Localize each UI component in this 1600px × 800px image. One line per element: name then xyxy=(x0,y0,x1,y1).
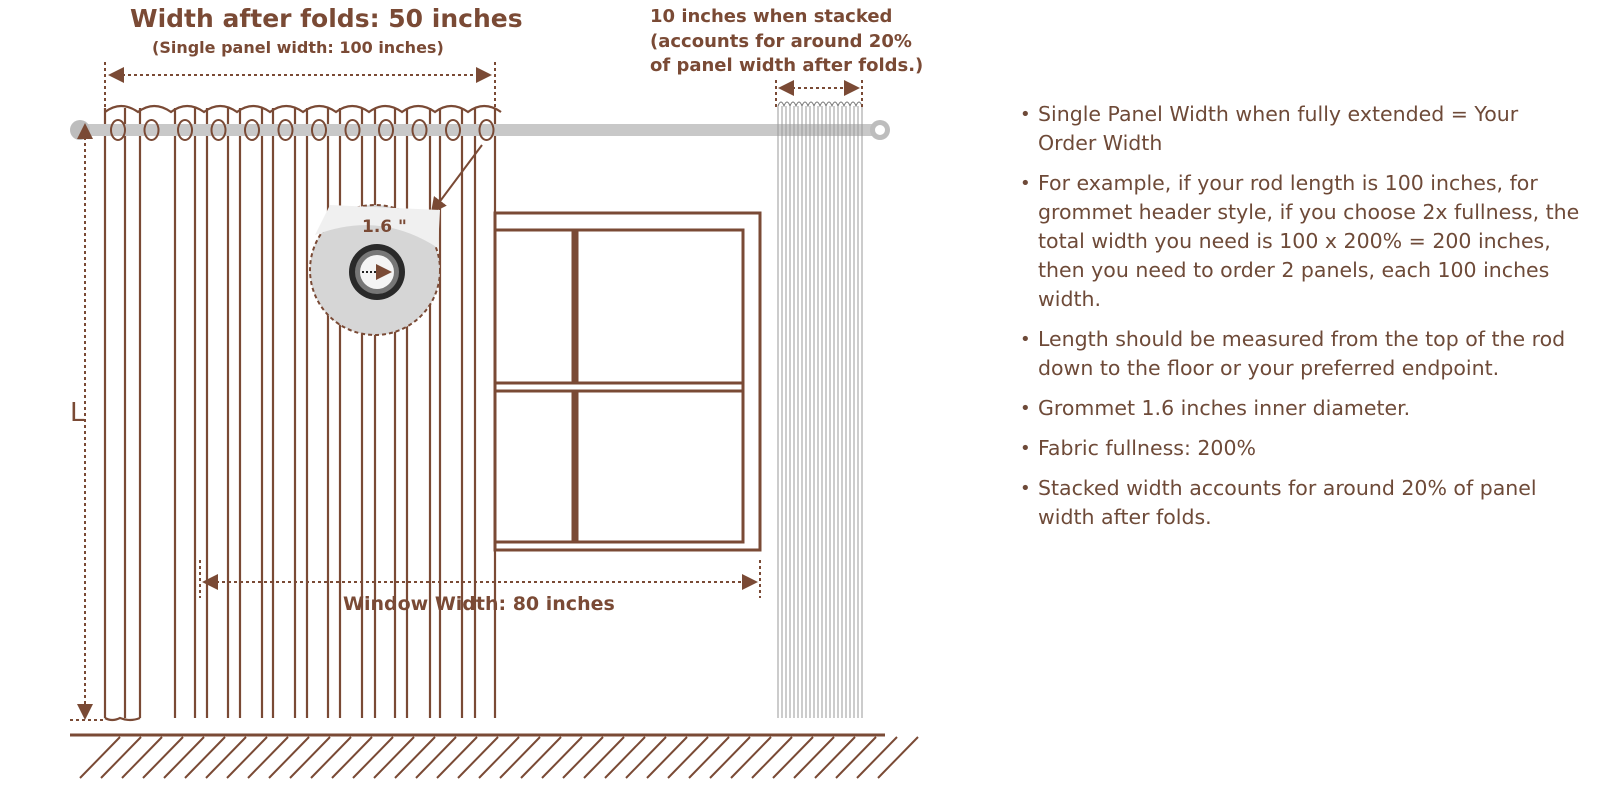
grommet-ring xyxy=(143,119,160,141)
curtain-diagram xyxy=(70,62,919,779)
stacked-label-line2: (accounts for around 20% xyxy=(650,31,912,52)
floor xyxy=(70,733,919,779)
grommet-ring xyxy=(210,119,227,141)
grommet-ring xyxy=(445,119,461,141)
stacked-header xyxy=(777,101,863,108)
notes-list: Single Panel Width when fully extended =… xyxy=(1020,100,1580,543)
note-item: Fabric fullness: 200% xyxy=(1020,434,1580,463)
grommet-size-label: 1.6 " xyxy=(362,217,407,237)
single-panel-width-label: (Single panel width: 100 inches) xyxy=(152,38,444,57)
note-item: Single Panel Width when fully extended =… xyxy=(1020,100,1580,158)
grommet-callout xyxy=(309,144,483,336)
grommet-ring xyxy=(478,119,495,141)
grommet-ring xyxy=(411,119,428,141)
grommet-ring xyxy=(110,119,126,141)
stacked-label-line3: of panel width after folds.) xyxy=(650,55,924,76)
curtain-header xyxy=(104,104,502,114)
window-width-label: Window Width: 80 inches xyxy=(343,593,615,615)
stacked-curtain xyxy=(777,101,863,718)
grommet-ring xyxy=(344,119,361,141)
note-item: For example, if your rod length is 100 i… xyxy=(1020,169,1580,314)
grommet-ring xyxy=(244,119,260,141)
note-item: Stacked width accounts for around 20% of… xyxy=(1020,474,1580,532)
note-item: Length should be measured from the top o… xyxy=(1020,325,1580,383)
note-item: Grommet 1.6 inches inner diameter. xyxy=(1020,394,1580,423)
grommet-ring xyxy=(177,119,193,141)
stacked-label-line1: 10 inches when stacked xyxy=(650,6,893,27)
length-label: L xyxy=(70,398,85,428)
width-after-folds-label: Width after folds: 50 inches xyxy=(130,4,523,33)
grommet-ring xyxy=(277,119,294,141)
window xyxy=(493,211,762,552)
grommet-ring xyxy=(378,119,394,141)
grommets xyxy=(110,119,495,141)
grommet-ring xyxy=(311,119,327,141)
